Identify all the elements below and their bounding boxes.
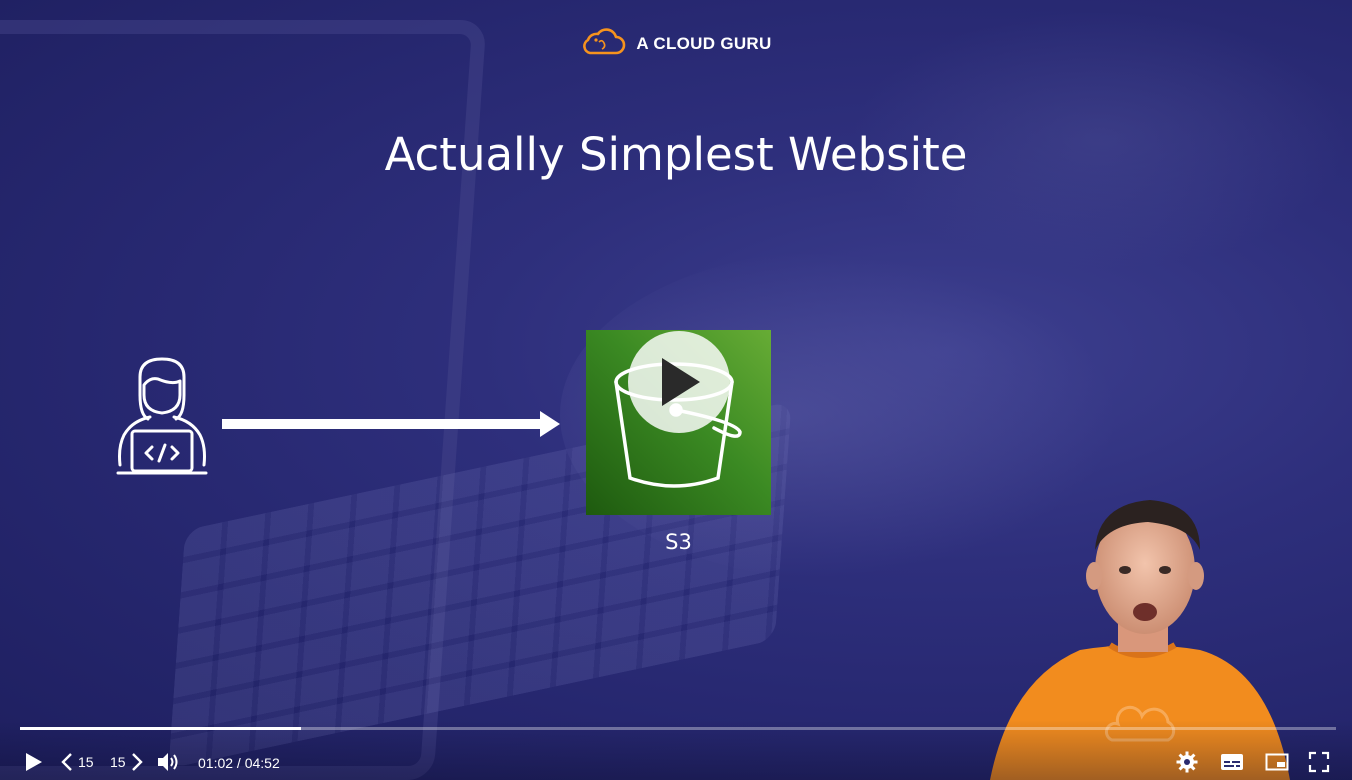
brand-name: A CLOUD GURU (636, 34, 772, 53)
chevron-left-icon (61, 753, 72, 771)
forward-15-button[interactable]: 15 (110, 749, 144, 775)
gear-icon (1176, 751, 1198, 773)
slide-title: Actually Simplest Website (384, 128, 968, 181)
settings-button[interactable] (1176, 749, 1198, 775)
chevron-right-icon (131, 753, 143, 771)
fullscreen-button[interactable] (1308, 749, 1330, 775)
picture-in-picture-button[interactable] (1265, 749, 1289, 775)
arrow-right-icon (222, 410, 562, 442)
forward-label: 15 (110, 754, 126, 770)
progress-fill (20, 727, 302, 730)
picture-in-picture-icon (1265, 753, 1289, 771)
fullscreen-icon (1308, 751, 1330, 773)
presenter-video (990, 490, 1310, 780)
rewind-label: 15 (78, 754, 94, 770)
progress-bar[interactable] (20, 727, 1336, 730)
volume-button[interactable] (156, 749, 180, 775)
rewind-15-button[interactable]: 15 (60, 749, 94, 775)
big-play-button[interactable] (628, 331, 730, 433)
time-display: 01:02 / 04:52 (198, 755, 280, 771)
background-shape (850, 10, 1350, 270)
s3-label: S3 (665, 530, 692, 554)
brand-header: A CLOUD GURU (0, 28, 1352, 60)
captions-button[interactable] (1220, 749, 1244, 775)
developer-laptop-icon (112, 355, 212, 489)
cloud-logo-icon (580, 28, 626, 60)
control-bar (0, 720, 1352, 780)
volume-icon (158, 753, 178, 771)
play-button[interactable] (22, 749, 44, 775)
captions-icon (1221, 754, 1243, 770)
play-icon (662, 358, 700, 406)
play-icon (26, 753, 42, 771)
